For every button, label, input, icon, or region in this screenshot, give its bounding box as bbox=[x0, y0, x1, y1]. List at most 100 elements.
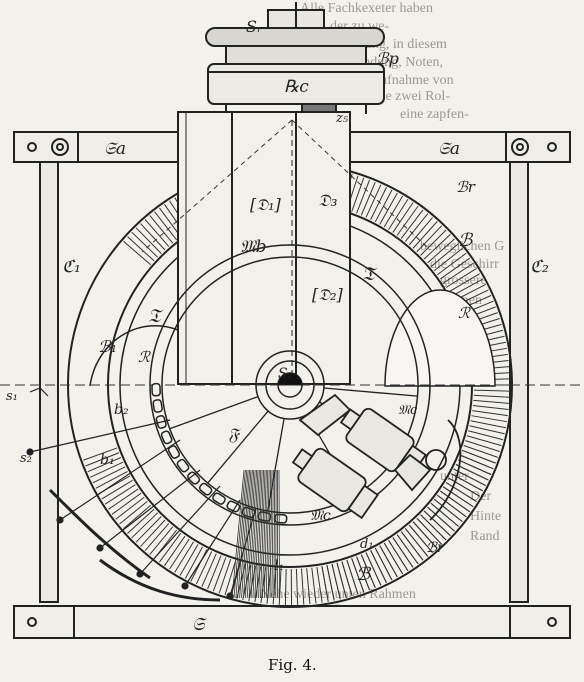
label-Rc: ℞c bbox=[284, 77, 309, 97]
ring-hatch bbox=[331, 564, 341, 600]
ring-hatch bbox=[127, 508, 155, 534]
ring-hatch bbox=[445, 267, 477, 288]
ring-hatch bbox=[195, 551, 213, 585]
ring-hatch bbox=[472, 410, 508, 417]
ring-hatch bbox=[400, 209, 424, 239]
ring-hatch bbox=[379, 545, 398, 578]
ring-hatch bbox=[396, 534, 419, 565]
cord-knot bbox=[56, 516, 64, 524]
ring-hatch bbox=[473, 394, 510, 398]
drum-openings bbox=[89, 289, 496, 387]
ring-hatch bbox=[437, 494, 467, 518]
background-text-line: Nehe wieder unten Rahmen bbox=[260, 587, 416, 602]
label-Mb: 𝔐b bbox=[240, 237, 267, 257]
ring-hatch bbox=[87, 457, 122, 473]
ring-hatch bbox=[448, 477, 481, 497]
warp-thread bbox=[235, 469, 248, 599]
ring-hatch bbox=[278, 568, 282, 605]
ring-hatch bbox=[92, 466, 126, 484]
label-b2: b₂ bbox=[114, 402, 129, 418]
ring-hatch bbox=[400, 531, 424, 561]
background-text-line: Alle Fachkexeter haben bbox=[300, 1, 433, 16]
ring-hatch bbox=[104, 484, 136, 505]
ring-hatch bbox=[423, 510, 451, 536]
label-Mc1: 𝔐c bbox=[398, 403, 418, 418]
ring-hatch bbox=[379, 192, 398, 225]
ring-hatch bbox=[465, 440, 500, 452]
warp-thread bbox=[263, 469, 269, 599]
chain-link bbox=[152, 399, 163, 413]
cord-knot bbox=[181, 582, 189, 590]
ring-hatch bbox=[365, 184, 382, 218]
warp-thread bbox=[246, 469, 256, 599]
wheel-spoke bbox=[169, 396, 259, 430]
ring-hatch bbox=[212, 557, 227, 592]
ring-hatch bbox=[95, 470, 128, 489]
ring-hatch bbox=[383, 542, 404, 575]
background-text-line: Aufnahme von bbox=[370, 73, 454, 88]
warp-fan bbox=[231, 469, 280, 599]
pattern-chain bbox=[151, 382, 288, 524]
ring-hatch bbox=[412, 521, 438, 549]
ring-hatch bbox=[149, 215, 174, 244]
ring-hatch bbox=[127, 236, 155, 262]
chain-link bbox=[167, 445, 181, 459]
chain-link bbox=[176, 458, 190, 473]
label-s2: s₂ bbox=[20, 451, 32, 466]
wheel-spoke bbox=[207, 410, 269, 484]
ring-hatch bbox=[416, 225, 443, 253]
chain-link bbox=[226, 500, 241, 513]
ring-hatch bbox=[430, 502, 459, 527]
ring-hatch bbox=[383, 195, 404, 228]
label-Bp: ℬp bbox=[376, 49, 399, 68]
background-text-line: Hinte bbox=[470, 509, 501, 524]
ring-hatch bbox=[218, 559, 232, 594]
warp-thread bbox=[269, 469, 273, 599]
ring-hatch bbox=[111, 492, 142, 515]
label-D3: 𝔇₃ bbox=[318, 191, 338, 211]
ring-hatch bbox=[427, 506, 455, 532]
label-D2: [𝔇₂] bbox=[312, 285, 344, 304]
ring-hatch bbox=[473, 399, 510, 404]
ring-hatch bbox=[433, 247, 463, 272]
ring-hatch bbox=[326, 565, 335, 601]
warp-thread bbox=[231, 469, 245, 599]
ring-hatch bbox=[365, 552, 382, 586]
ring-hatch bbox=[466, 435, 502, 447]
drive-pulley bbox=[205, 2, 385, 119]
ring-hatch bbox=[306, 568, 311, 605]
ring-hatch bbox=[295, 568, 299, 605]
rod-end bbox=[29, 387, 49, 397]
ring-hatch bbox=[140, 519, 166, 547]
ring-hatch bbox=[115, 496, 145, 520]
label-R-left: ℛ bbox=[138, 348, 151, 366]
warp-thread bbox=[237, 469, 249, 599]
ring-hatch bbox=[388, 540, 409, 572]
ring-hatch bbox=[164, 535, 186, 566]
ring-hatch bbox=[404, 528, 429, 557]
ring-hatch bbox=[396, 205, 419, 236]
warp-thread bbox=[273, 469, 276, 599]
warp-thread bbox=[278, 469, 280, 599]
ring-hatch bbox=[90, 461, 124, 478]
ring-hatch bbox=[392, 537, 414, 568]
ring-hatch bbox=[351, 177, 365, 212]
ring-hatch bbox=[201, 553, 217, 587]
ring-hatch bbox=[370, 550, 387, 583]
ring-hatch bbox=[461, 449, 496, 464]
ring-hatch bbox=[427, 238, 455, 264]
ring-hatch bbox=[412, 221, 438, 249]
ring-hatch bbox=[311, 567, 317, 604]
label-z5: z₅ bbox=[335, 111, 349, 126]
ring-hatch bbox=[108, 488, 139, 510]
label-Sa-right: 𝔖a bbox=[438, 139, 460, 159]
ring-hatch bbox=[404, 213, 429, 242]
ring-hatch bbox=[408, 524, 433, 553]
label-Mc2: 𝔐c bbox=[310, 508, 331, 524]
warp-thread bbox=[233, 469, 246, 599]
cord-knot bbox=[96, 544, 104, 552]
label-l1: l₁ bbox=[274, 558, 284, 574]
ring-hatch bbox=[224, 560, 237, 596]
label-T-right: 𝔗 bbox=[362, 263, 378, 285]
